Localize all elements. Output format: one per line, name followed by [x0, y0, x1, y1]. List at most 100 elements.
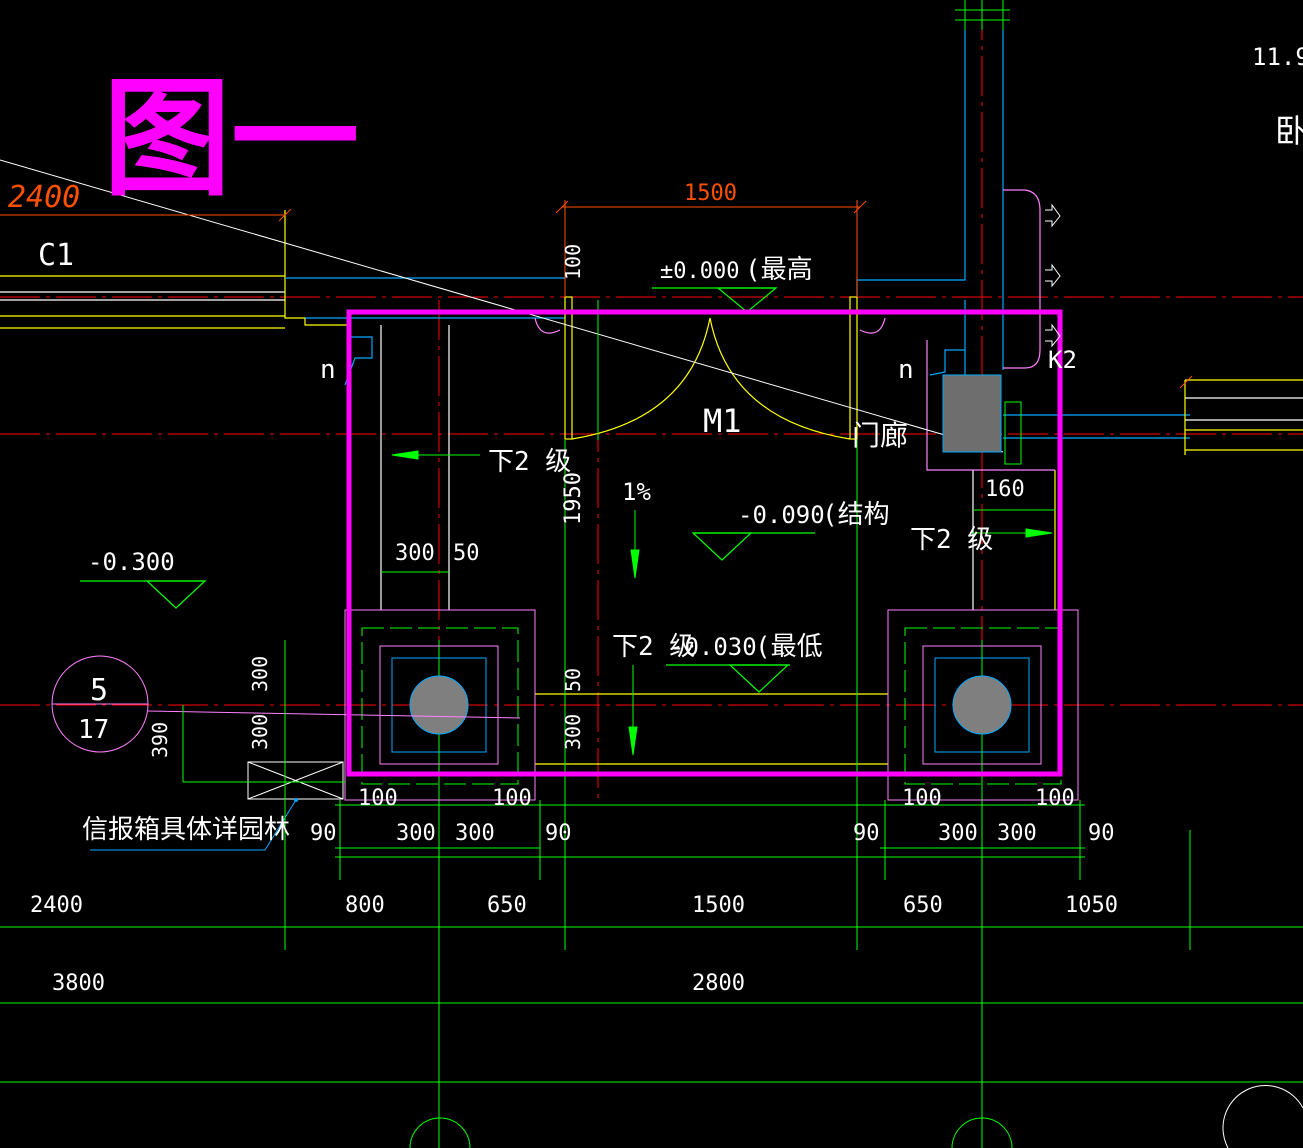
elev-outside-value: -0.300	[88, 548, 175, 576]
mailbox-symbol	[247, 761, 344, 800]
jamb-curl-left	[534, 317, 561, 334]
axis-bubble-5-17: 5 17	[51, 655, 521, 753]
dim-row2-item: 300	[938, 821, 978, 846]
arrow-down-2-head	[628, 726, 638, 756]
axis-bubble-corner	[1222, 1085, 1303, 1148]
column-right-core	[952, 675, 1012, 735]
dim-text-50-mid: 50	[561, 668, 585, 692]
elev-top-note: (最高	[745, 255, 813, 285]
arrow-down-1-head	[630, 549, 640, 579]
jamb-curl-right	[859, 317, 886, 334]
column-right-outer	[887, 609, 1079, 801]
arrow-left-head	[391, 450, 419, 460]
step-arrows	[391, 450, 1053, 756]
door-swing-left	[571, 317, 711, 440]
top-right-elevation: 11.90	[1252, 43, 1303, 71]
dim-row2-item: 90	[853, 821, 880, 846]
elev-mid-value: -0.090	[738, 501, 825, 529]
dim-text-50-wall: 50	[453, 541, 480, 566]
dim-row4-texts: 3800 2800	[52, 971, 745, 996]
column-left-mid	[379, 645, 499, 765]
dim-text-300-col-a: 300	[248, 656, 272, 692]
dim-text-1500-top: 1500	[684, 181, 737, 206]
column-left-core	[409, 675, 469, 735]
porch-right-outline	[926, 340, 1055, 471]
column-left-dashed	[361, 627, 519, 785]
dim-row2-item: 300	[396, 821, 436, 846]
highlight-frame	[346, 309, 1063, 777]
wall-arrow-1	[1045, 203, 1061, 228]
dim-row2-item: 90	[310, 821, 337, 846]
elev-mid-note: (结构	[822, 500, 890, 530]
wall-lines	[0, 30, 1303, 765]
dim-row2-item: 90	[1088, 821, 1115, 846]
dim-text-160: 160	[985, 477, 1025, 502]
drawing-texts: 11.90 卧 2400 C1 1500 100 ±0.000 (最高 n n …	[8, 43, 1303, 845]
mailbox-cross-2	[247, 761, 344, 800]
dim-row1-item: 100	[902, 786, 942, 811]
axis-bubble-leader	[147, 710, 521, 719]
dim-top-left-tick	[278, 208, 292, 222]
dim-row1-texts: 100 100 100 100	[358, 786, 1075, 811]
dim-row3-texts: 2400 800 650 1500 650 1050	[30, 893, 1118, 918]
dim-row2-item: 300	[997, 821, 1037, 846]
mailbox-leader	[90, 799, 297, 851]
dim-right-tick	[1179, 375, 1193, 389]
elev-low-value: -0.030	[670, 633, 757, 661]
wall-right-pink-curve	[1003, 189, 1041, 369]
n-mark-right	[929, 349, 965, 376]
axis-bubble-top-text: 5	[90, 673, 108, 708]
dim-row3-item: 2400	[30, 893, 83, 918]
dim-top-tick-l	[555, 200, 569, 214]
step-bottom-text: 下2 级	[612, 632, 695, 662]
column-left-inner	[391, 657, 487, 753]
mailbox-note: 信报箱具体详园林	[82, 815, 290, 845]
dim-text-100-door: 100	[561, 244, 585, 280]
label-k2: K2	[1048, 346, 1077, 374]
dimension-lines	[0, 200, 1193, 950]
axis-bubble-bottom-right	[951, 1117, 1013, 1148]
dim-row2-item: 90	[545, 821, 572, 846]
elev-out-tri	[145, 580, 207, 609]
dim-row1-item: 100	[1035, 786, 1075, 811]
dim-row2-texts: 90 300 300 90 90 300 300 90	[310, 821, 1115, 846]
dim-text-300-mid: 300	[561, 714, 585, 750]
label-n-left: n	[320, 355, 336, 385]
elev-low-note: (最低	[755, 632, 823, 662]
wall-arrow-marks	[1045, 203, 1061, 348]
dim-row3-item: 1050	[1065, 893, 1118, 918]
column-right-inner	[934, 657, 1030, 753]
dim-row3-item: 650	[487, 893, 527, 918]
door-jamb-right	[849, 296, 858, 440]
door-jamb-left	[564, 296, 573, 440]
mailbox-leader-dot	[294, 798, 298, 802]
utility-box	[942, 374, 1002, 453]
dim-row1-item: 100	[492, 786, 532, 811]
column-right	[887, 609, 1079, 801]
dim-row4-item: 2800	[692, 971, 745, 996]
diagonal-reference-line	[0, 159, 1004, 453]
dim-text-300-col-b: 300	[248, 714, 272, 750]
elev-top-value: ±0.000	[660, 259, 739, 284]
window-label-c1: C1	[38, 238, 74, 273]
n-mark-left	[344, 336, 373, 386]
elev-mid-tri	[691, 532, 753, 561]
dim-row2-item: 300	[455, 821, 495, 846]
wall-arrow-2	[1045, 263, 1061, 288]
dim-top-tick-r	[853, 200, 867, 214]
wall-arrow-3	[1045, 323, 1061, 348]
column-left-outer	[344, 609, 536, 801]
dim-row3-item: 800	[345, 893, 385, 918]
elev-top-tri	[716, 287, 778, 313]
column-right-mid	[922, 645, 1042, 765]
dim-row3-item: 650	[903, 893, 943, 918]
step-left-text: 下2 级	[488, 447, 571, 477]
door-swing-right	[709, 317, 851, 440]
utility-box-side	[1004, 401, 1022, 465]
wall-left-cap	[284, 210, 350, 326]
dim-row1-item: 100	[358, 786, 398, 811]
drawing-title: 图一	[103, 65, 359, 214]
dim-text-390: 390	[148, 722, 172, 758]
axis-bubble-bottom-left	[409, 1117, 471, 1148]
